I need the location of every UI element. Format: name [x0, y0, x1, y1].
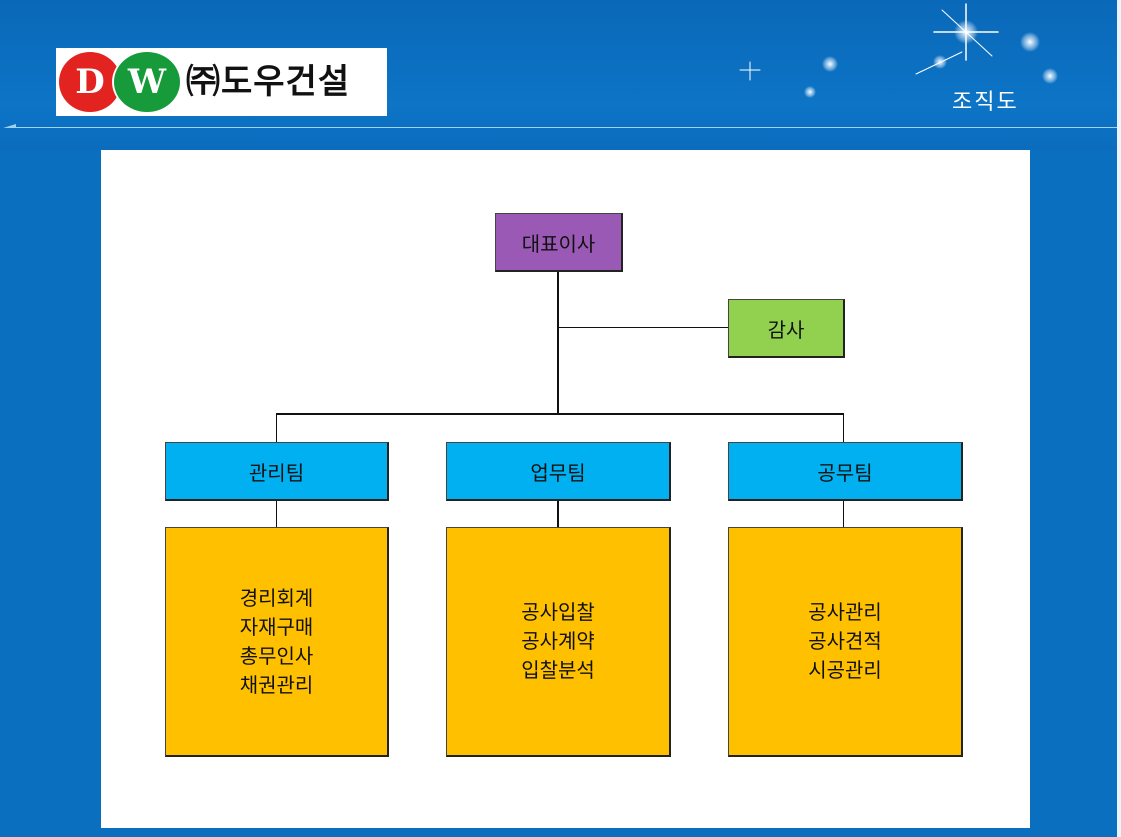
team3-drop-line: [843, 413, 844, 443]
ceo-trunk-line: [557, 270, 559, 415]
duty-item: 자재구매: [239, 614, 314, 639]
duty-item: 총무인사: [239, 643, 314, 668]
page-title: 조직도: [952, 90, 1019, 115]
duty-item: 채권관리: [239, 672, 314, 697]
duty-item: 공사견적: [808, 629, 882, 653]
logo-letter-d: D: [59, 52, 121, 112]
team-label: 공무팀: [817, 460, 873, 485]
duty-item: 시공관리: [808, 658, 882, 682]
team1-duty-line: [276, 500, 277, 528]
duty-item: 공사입찰: [521, 600, 595, 624]
audit-box: 감사: [728, 299, 845, 358]
team-label: 업무팀: [530, 460, 586, 485]
team-box-operations: 업무팀: [446, 442, 671, 501]
duty-box-operations: 공사입찰 공사계약 입찰분석: [446, 527, 671, 757]
ceo-box: 대표이사: [495, 213, 623, 272]
team-box-management: 관리팀: [165, 442, 389, 501]
company-logo: D W ㈜도우건설: [56, 48, 387, 116]
duty-item: 공사계약: [521, 629, 595, 653]
audit-connector-line: [557, 327, 729, 328]
sparkle-stars-icon: [739, 3, 1058, 98]
team1-drop-line: [276, 413, 277, 443]
org-chart-canvas: 대표이사 감사 관리팀 업무팀 공무팀 경리회계 자재구매 총무인사 채권관리 …: [101, 150, 1030, 828]
team-bus-line: [276, 413, 844, 415]
ceo-label: 대표이사: [521, 231, 596, 256]
arrow-left-icon: [3, 124, 16, 128]
duty-item: 입찰분석: [521, 658, 595, 682]
company-name: ㈜도우건설: [186, 62, 351, 102]
header-divider-arrow: [3, 124, 1121, 128]
team-box-construction: 공무팀: [728, 442, 963, 501]
team-label: 관리팀: [248, 460, 305, 485]
duty-item: 경리회계: [239, 585, 314, 610]
duty-item: 공사관리: [808, 600, 882, 624]
team3-duty-line: [843, 500, 844, 528]
audit-label: 감사: [767, 317, 805, 342]
team2-duty-line: [557, 500, 559, 528]
right-edge-band: [1117, 0, 1121, 837]
duty-box-management: 경리회계 자재구매 총무인사 채권관리: [165, 527, 389, 757]
duty-box-construction: 공사관리 공사견적 시공관리: [728, 527, 963, 757]
logo-letter-w: W: [114, 52, 180, 112]
